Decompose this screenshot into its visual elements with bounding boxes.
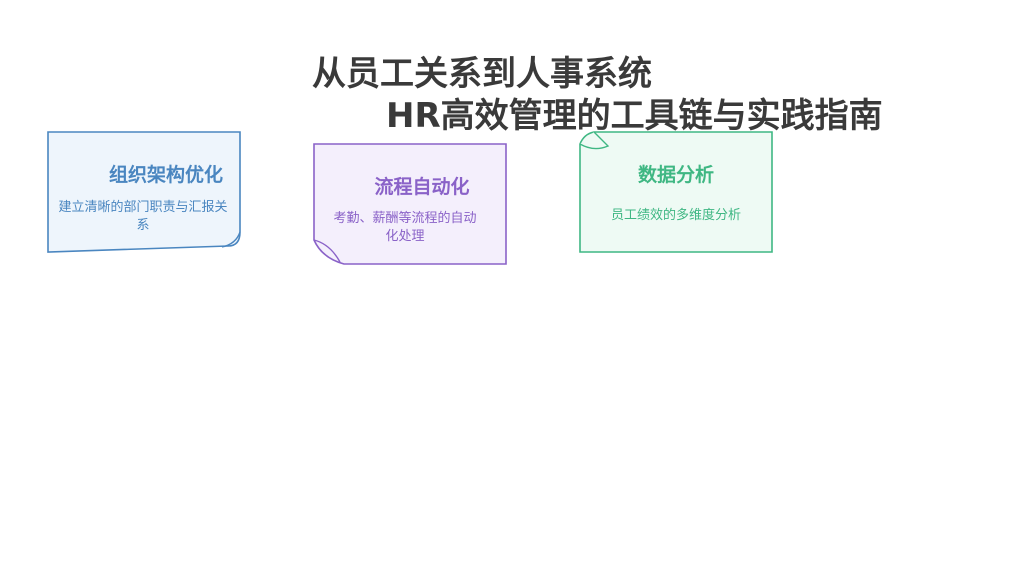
card-3-shape <box>579 131 773 253</box>
page-title-line-1: 从员工关系到人事系统 <box>312 54 652 94</box>
page-title-line-2: HR高效管理的工具链与实践指南 <box>386 96 883 136</box>
card-2-curl <box>313 239 341 263</box>
card-3-heading: 数据分析 <box>637 164 714 186</box>
card-2-body: 考勤、薪酬等流程的自动化处理 <box>333 211 477 244</box>
card-1-curl <box>221 231 241 248</box>
card-3-body: 员工绩效的多维度分析 <box>610 208 741 223</box>
card-2-shape <box>313 143 507 265</box>
card-3-curl <box>579 131 610 150</box>
card-1-body: 建立清晰的部门职责与汇报关系 <box>58 200 228 233</box>
card-1-heading: 组织架构优化 <box>108 164 223 186</box>
card-2-heading: 流程自动化 <box>374 176 470 198</box>
